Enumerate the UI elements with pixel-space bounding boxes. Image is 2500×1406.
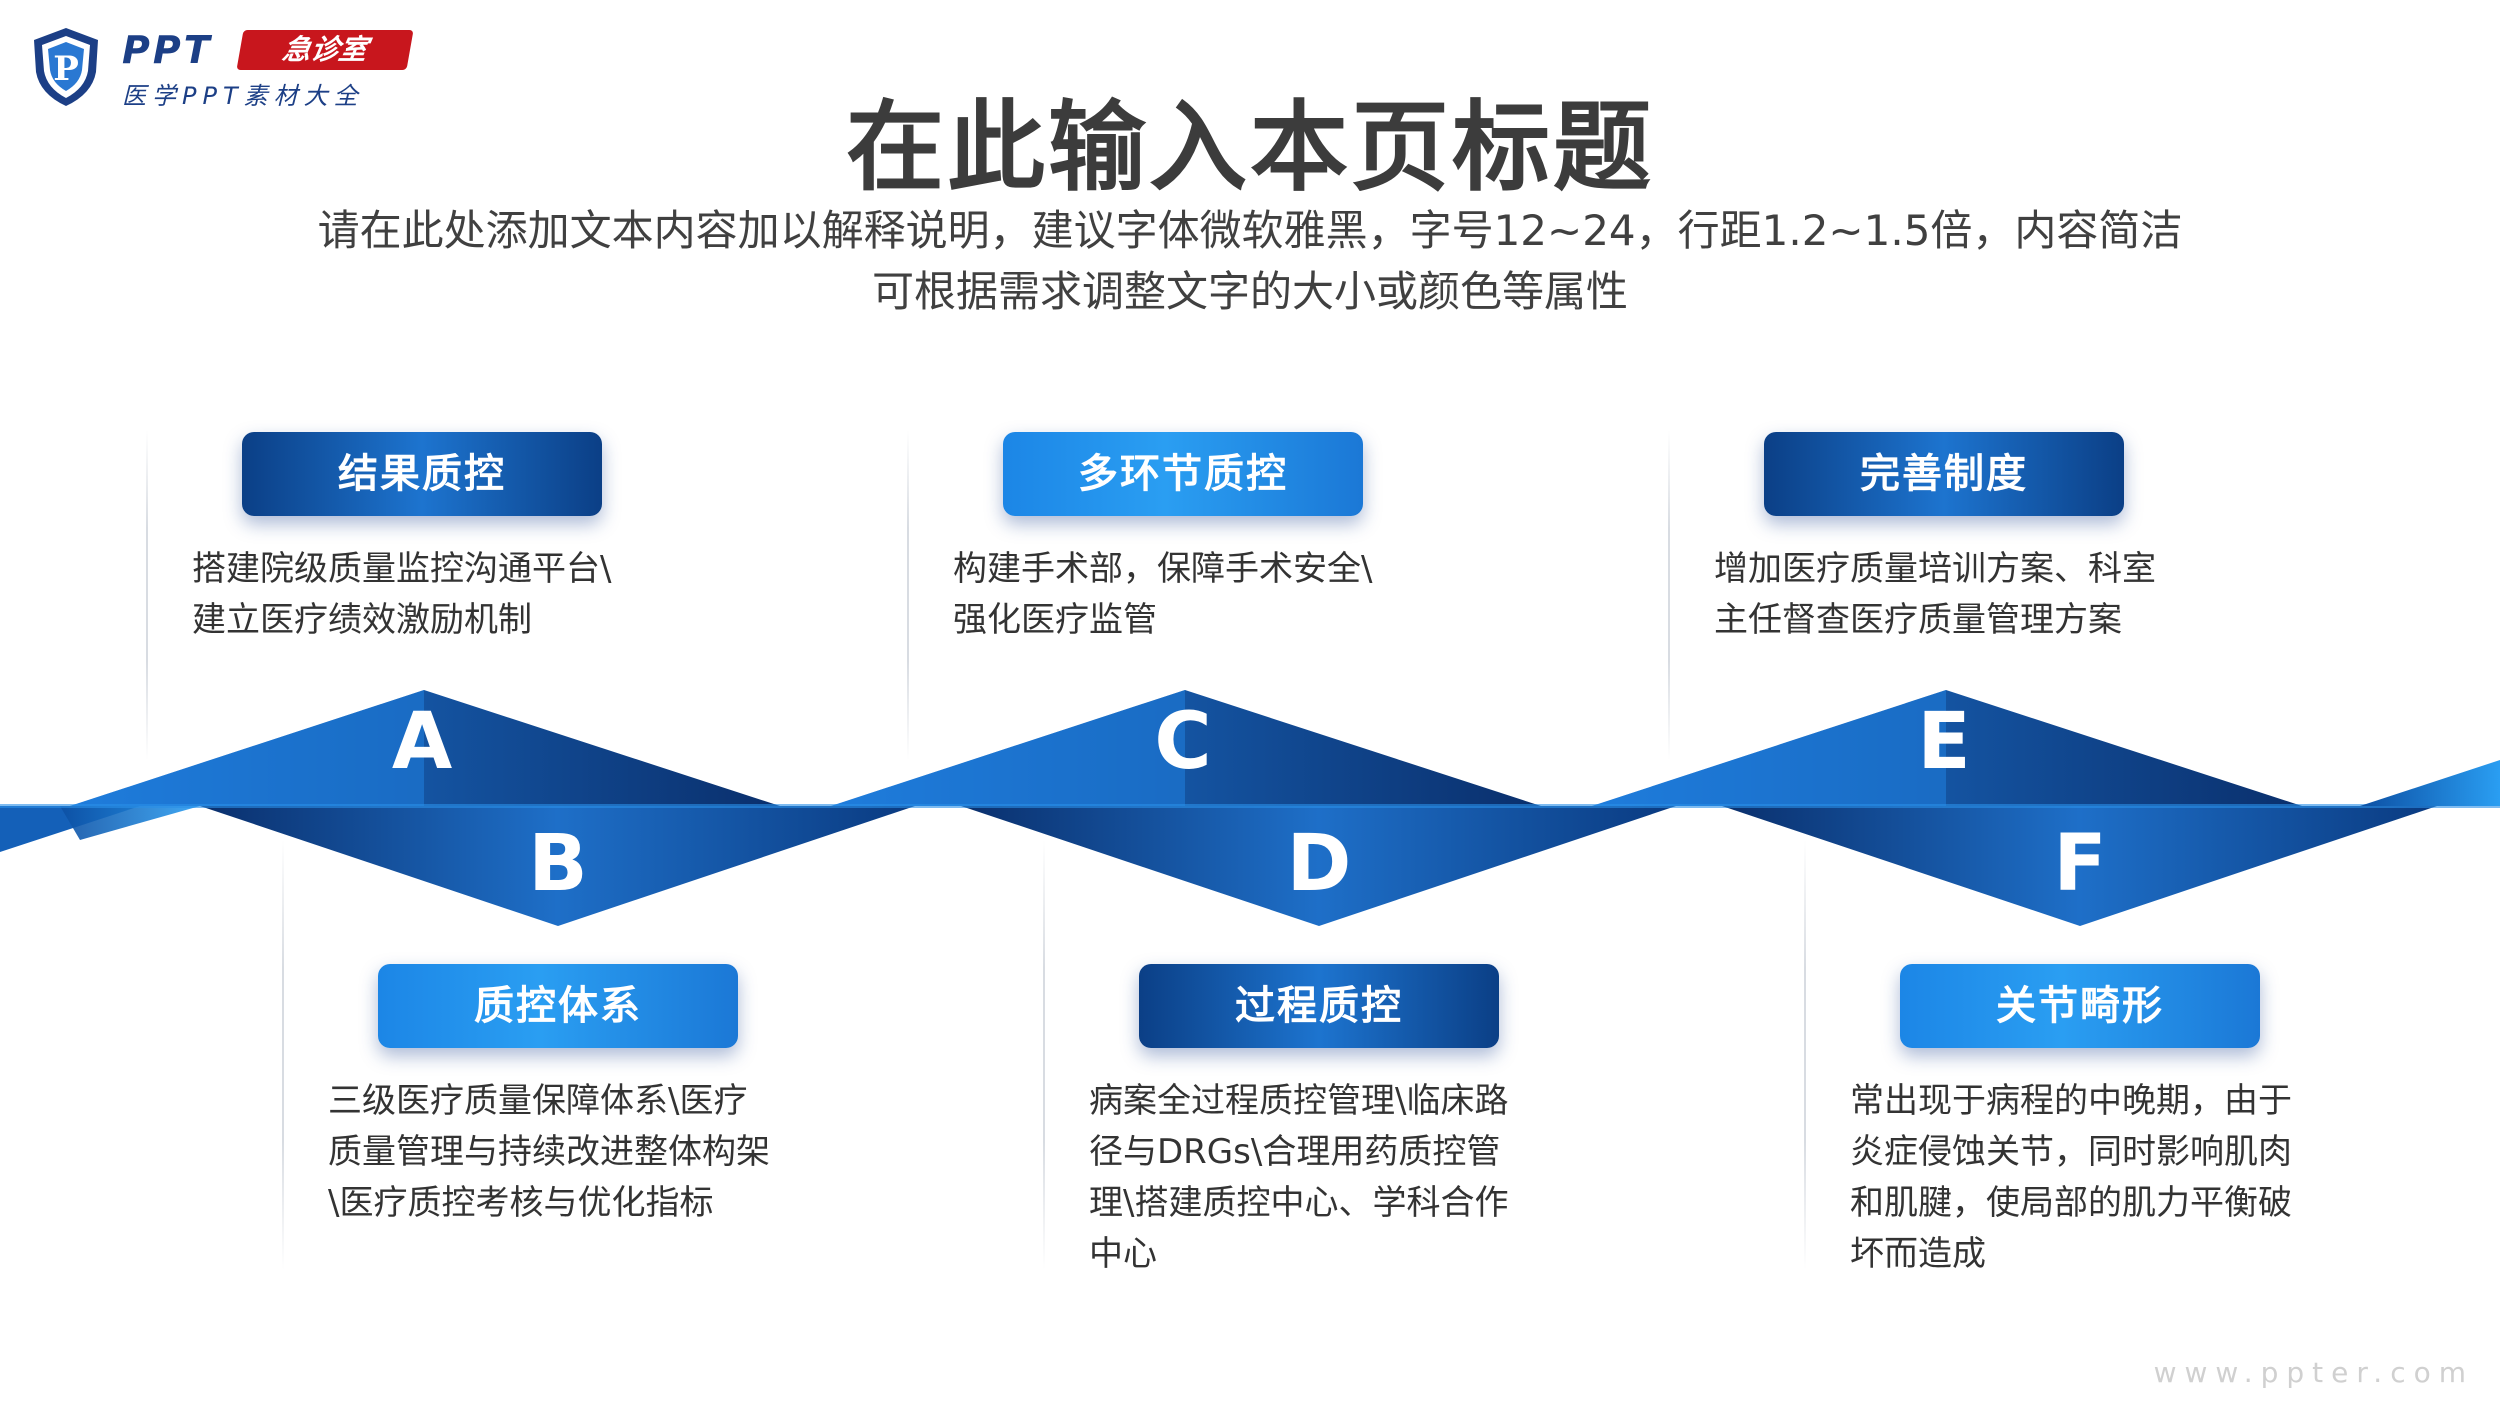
label-pill-C: 多环节质控 (1003, 432, 1363, 516)
subtitle-line-2: 可根据需求调整文字的大小或颜色等属性 (871, 267, 1628, 316)
description-line: 质量管理与持续改进整体构架 (328, 1132, 770, 1172)
description-line: 炎症侵蚀关节，同时影响肌肉 (1850, 1132, 2292, 1172)
divider-line (907, 430, 909, 760)
description-line: 坏而造成 (1850, 1234, 1986, 1274)
logo-brand-text: PPT (122, 28, 213, 72)
description-F: 常出现于病程的中晚期，由于 炎症侵蚀关节，同时影响肌肉 和肌腱，使局部的肌力平衡… (1850, 1076, 2370, 1280)
description-line: 增加医疗质量培训方案、科室 (1714, 549, 2156, 589)
letter-D: D (1287, 819, 1352, 909)
divider-line (282, 840, 284, 1270)
diamond-D (961, 806, 1676, 926)
subtitle-line-1: 请在此处添加文本内容加以解释说明，建议字体微软雅黑，字号12~24，行距1.2~… (317, 206, 2183, 255)
description-line: 强化医疗监管 (953, 600, 1157, 640)
page-title: 在此输入本页标题 (845, 91, 1654, 205)
description-line: 常出现于病程的中晚期，由于 (1850, 1081, 2292, 1121)
description-line: 建立医疗绩效激励机制 (192, 600, 532, 640)
label-pill-F: 关节畸形 (1900, 964, 2260, 1048)
description-D: 病案全过程质控管理\临床路 径与DRGs\合理用药质控管 理\搭建质控中心、学科… (1089, 1076, 1609, 1280)
letter-B: B (528, 819, 587, 909)
description-line: 搭建院级质量监控沟通平台\ (192, 549, 612, 589)
zigzag-band: A C E B D F (0, 690, 2500, 926)
label-pill-A: 结果质控 (242, 432, 602, 516)
diamond-F (1722, 806, 2437, 926)
description-C: 构建手术部，保障手术安全\ 强化医疗监管 (953, 544, 1473, 646)
divider-line (1668, 430, 1670, 760)
watermark: www.ppter.com (2153, 1356, 2474, 1389)
description-line: 径与DRGs\合理用药质控管 (1089, 1132, 1501, 1172)
description-line: \医疗质控考核与优化指标 (328, 1183, 714, 1223)
description-A: 搭建院级质量监控沟通平台\ 建立医疗绩效激励机制 (192, 544, 712, 646)
description-line: 主任督查医疗质量管理方案 (1714, 600, 2122, 640)
description-line: 和肌腱，使局部的肌力平衡破 (1850, 1183, 2292, 1223)
shield-icon: P (34, 28, 98, 106)
description-B: 三级医疗质量保障体系\医疗 质量管理与持续改进整体构架 \医疗质控考核与优化指标 (328, 1076, 848, 1229)
label-pill-E: 完善制度 (1764, 432, 2124, 516)
letter-C: C (1154, 697, 1211, 787)
logo-badge: 急诊室 (236, 30, 414, 70)
divider-line (1804, 840, 1806, 1270)
logo-tagline: 医学PPT素材大全 (122, 82, 364, 110)
shield-letter: P (53, 49, 79, 89)
letter-E: E (1917, 697, 1970, 787)
description-line: 病案全过程质控管理\临床路 (1089, 1081, 1509, 1121)
description-E: 增加医疗质量培训方案、科室 主任督查医疗质量管理方案 (1714, 544, 2234, 646)
letter-A: A (392, 697, 452, 787)
page-subtitle: 请在此处添加文本内容加以解释说明，建议字体微软雅黑，字号12~24，行距1.2~… (300, 200, 2200, 322)
diamond-B (200, 806, 915, 926)
description-line: 构建手术部，保障手术安全\ (953, 549, 1373, 589)
label-pill-B: 质控体系 (378, 964, 738, 1048)
divider-line (1043, 840, 1045, 1270)
description-line: 三级医疗质量保障体系\医疗 (328, 1081, 748, 1121)
label-pill-D: 过程质控 (1139, 964, 1499, 1048)
divider-line (146, 430, 148, 760)
description-line: 理\搭建质控中心、学科合作 (1089, 1183, 1509, 1223)
letter-F: F (2053, 819, 2106, 909)
brand-logo: P PPT 急诊室 医学PPT素材大全 (30, 26, 414, 112)
description-line: 中心 (1089, 1234, 1157, 1274)
